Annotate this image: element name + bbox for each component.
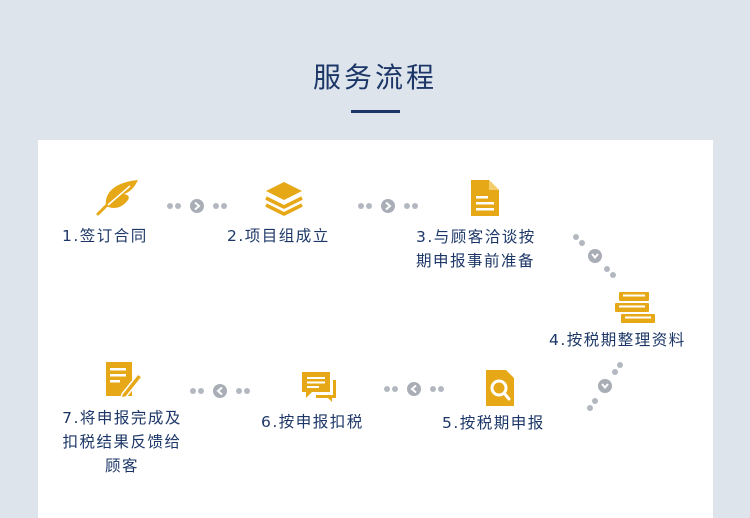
page-title: 服务流程 xyxy=(312,61,437,94)
books-icon xyxy=(615,292,655,323)
step-2-label: 2.项目组成立 xyxy=(227,227,330,245)
document-icon xyxy=(471,180,499,216)
step-1-label: 1.签订合同 xyxy=(62,227,148,245)
chat-icon xyxy=(302,372,336,402)
process-card: 1.签订合同 2.项目组成立 3.与顾客洽谈按 期申报事前准备 xyxy=(38,140,713,518)
step-5-label: 5.按税期申报 xyxy=(442,414,545,432)
connector-arrow-right xyxy=(167,199,227,213)
title-underline xyxy=(351,110,400,113)
connector-arrow-down xyxy=(573,234,616,278)
step-6-label: 6.按申报扣税 xyxy=(261,413,364,431)
feather-icon xyxy=(96,180,138,216)
stack-layers-icon xyxy=(265,182,303,216)
connector-arrow-right xyxy=(358,199,418,213)
pencil-note-icon xyxy=(106,362,144,399)
magnifier-document-icon xyxy=(486,370,514,406)
step-4-label: 4.按税期整理资料 xyxy=(549,331,686,349)
connector-arrow-left xyxy=(190,384,250,398)
step-3-label: 3.与顾客洽谈按 期申报事前准备 xyxy=(416,228,536,270)
connector-arrow-left xyxy=(384,382,444,396)
connector-arrow-down xyxy=(587,362,623,411)
step-7-label: 7.将申报完成及 扣税结果反馈给 顾客 xyxy=(62,409,182,475)
